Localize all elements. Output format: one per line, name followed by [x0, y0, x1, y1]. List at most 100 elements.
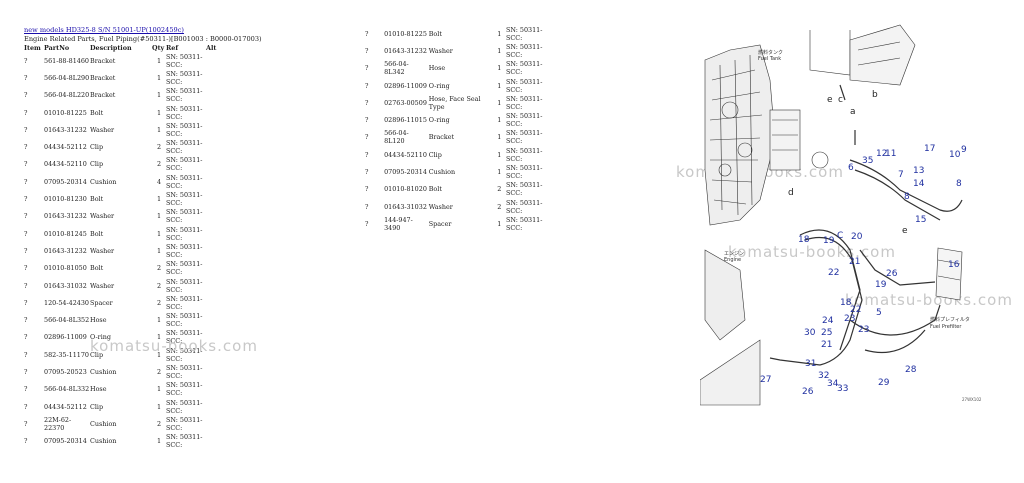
cell-description: Bolt	[90, 195, 104, 204]
svg-text:燃料プレフィルタ: 燃料プレフィルタ	[930, 316, 970, 323]
svg-text:32: 32	[818, 371, 829, 381]
svg-text:17: 17	[924, 144, 935, 154]
cell-item: ?	[24, 264, 28, 273]
callout-numbers: 17 10 9 6 35 12 11 7 13 8 14 8 15 16 18 …	[760, 144, 967, 397]
svg-text:18: 18	[840, 298, 852, 308]
svg-text:エンジン: エンジン	[724, 251, 744, 257]
model-link[interactable]: new models HD325-8 S/N 51001-UP(1002459c…	[24, 26, 184, 34]
cell-qty: 1	[156, 73, 162, 82]
cell-alt	[206, 242, 354, 259]
cell-qty: 1	[156, 316, 162, 325]
cell-alt	[206, 277, 354, 294]
cell-qty: 2	[497, 202, 502, 211]
cell-description: O-ring	[90, 333, 111, 342]
svg-text:8: 8	[956, 179, 962, 189]
col-item: Item	[24, 43, 41, 52]
cell-partno: 02763-00509	[384, 98, 427, 107]
cell-qty: 2	[156, 419, 162, 428]
cell-item: ?	[365, 150, 369, 159]
cell-qty: 2	[156, 281, 162, 290]
cell-description: Washer	[428, 202, 453, 211]
cell-description: Cushion	[90, 177, 117, 186]
svg-text:26: 26	[886, 269, 898, 279]
svg-text:b: b	[872, 90, 878, 100]
cell-partno: 144-947-3490	[384, 215, 413, 232]
cell-item: ?	[24, 367, 28, 376]
cell-partno: 04434-52112	[44, 402, 87, 411]
parts-table-left: Item PartNo Description Qty Ref Alt ?561…	[24, 43, 354, 450]
cell-description: Cushion	[90, 419, 117, 428]
cell-partno: 01643-31032	[44, 281, 87, 290]
cell-qty: 1	[156, 212, 162, 221]
cell-ref: SN: 50311-SCC:	[505, 198, 543, 215]
cell-alt	[206, 208, 354, 225]
cell-ref: SN: 50311-SCC:	[166, 433, 203, 450]
cell-partno: 07095-20523	[44, 367, 87, 376]
cell-qty: 1	[497, 133, 502, 142]
cell-qty: 1	[156, 125, 162, 134]
cell-partno: 01010-81225	[44, 108, 87, 117]
col-description: Description	[90, 43, 132, 52]
cell-ref: SN: 50311-SCC:	[505, 94, 543, 111]
svg-text:23: 23	[844, 314, 855, 324]
cell-alt	[206, 294, 354, 311]
cell-description: Hose, Face Seal Type	[428, 94, 481, 111]
fuel-lines	[769, 84, 963, 366]
cell-qty: 1	[497, 116, 502, 125]
cell-description: Clip	[90, 143, 104, 152]
cell-alt	[206, 381, 354, 398]
svg-text:34: 34	[827, 379, 839, 389]
cell-qty: 4	[156, 177, 162, 186]
svg-text:燃料タンク: 燃料タンク	[758, 49, 783, 56]
svg-text:35: 35	[862, 156, 873, 166]
cell-partno: 566-04-8L352	[44, 316, 90, 325]
cell-ref: SN: 50311-SCC:	[505, 42, 543, 59]
cell-description: Cushion	[90, 367, 117, 376]
cell-qty: 1	[497, 46, 502, 55]
cell-item: ?	[365, 219, 369, 228]
cell-ref: SN: 50311-SCC:	[166, 156, 203, 173]
cell-qty: 1	[497, 98, 502, 107]
cell-description: Cushion	[428, 168, 456, 177]
cell-qty: 1	[156, 437, 162, 446]
svg-text:Engine: Engine	[724, 257, 741, 263]
svg-text:11: 11	[885, 149, 896, 159]
cell-qty: 1	[156, 246, 162, 255]
cell-description: Bolt	[428, 185, 442, 194]
svg-text:14: 14	[913, 179, 925, 189]
svg-text:16: 16	[948, 260, 960, 270]
cell-qty: 1	[156, 385, 162, 394]
cell-description: Spacer	[428, 219, 452, 228]
cell-partno: 582-35-11170	[44, 350, 89, 359]
cell-qty: 1	[156, 56, 162, 65]
page-header: new models HD325-8 S/N 51001-UP(1002459c…	[24, 26, 262, 44]
cell-alt	[206, 311, 354, 328]
svg-text:30: 30	[804, 328, 816, 338]
cell-item: ?	[24, 350, 28, 359]
cell-description: Spacer	[90, 298, 113, 307]
cell-partno: 01643-31232	[44, 125, 87, 134]
svg-text:25: 25	[821, 328, 832, 338]
cell-qty: 1	[156, 402, 162, 411]
cell-item: ?	[24, 298, 28, 307]
cell-description: Bolt	[90, 229, 104, 238]
svg-text:22: 22	[828, 268, 839, 278]
cell-partno: 01010-81020	[384, 185, 427, 194]
cell-description: Clip	[90, 402, 104, 411]
cell-item: ?	[365, 185, 369, 194]
svg-text:18: 18	[798, 235, 810, 245]
cell-alt	[206, 363, 354, 380]
svg-text:23: 23	[858, 325, 869, 335]
text-labels: 燃料タンク Fuel Tank エンジン Engine 燃料プレフィルタ Fue…	[724, 49, 982, 402]
cell-description: Washer	[90, 281, 115, 290]
svg-text:15: 15	[915, 215, 926, 225]
